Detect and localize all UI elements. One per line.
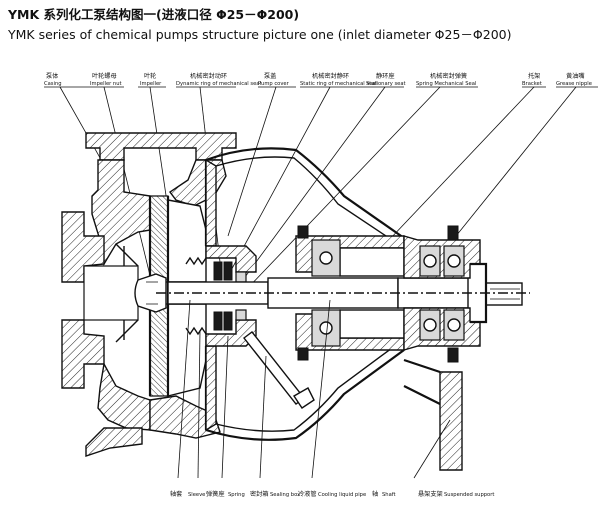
bottom-labels: 轴套 Sleeve 弹簧座 Spring 密封箱 Sealing box 冷液管… xyxy=(170,490,494,498)
title-chinese: YMK 系列化工泵结构图一(进液口径 Φ25－Φ200) xyxy=(8,7,300,22)
label-suspended-support-cn: 悬架支架 xyxy=(418,490,443,498)
label-pump-cover-cn: 泵盖 xyxy=(264,72,276,80)
label-casing-en: Casing xyxy=(44,81,62,87)
label-shaft-en: Shaft xyxy=(382,492,396,498)
label-static-ring-cn: 机械密封静环 xyxy=(312,72,349,80)
label-cooling-pipe-cn: 冷液管 xyxy=(298,490,317,498)
label-impeller-nut-cn: 叶轮螺母 xyxy=(92,72,117,80)
label-impeller-en: Impeller xyxy=(140,81,162,87)
label-sleeve-cn: 轴套 xyxy=(170,490,182,498)
seal-box xyxy=(185,245,315,409)
label-stationary-seat-en: Stationary seat xyxy=(366,81,406,87)
label-sealing-box-en: Sealing box xyxy=(270,492,300,498)
bearing-bracket xyxy=(295,225,488,471)
label-seal-spring-cn: 机械密封弹簧 xyxy=(430,72,467,80)
label-casing-cn: 泵体 xyxy=(46,72,59,80)
label-grease-nipple-cn: 黄油嘴 xyxy=(566,72,585,80)
label-spring-seat-en: Spring xyxy=(228,492,245,498)
title-english: YMK series of chemical pumps structure p… xyxy=(8,27,512,42)
label-cooling-pipe-en: Cooling liquid pipe xyxy=(318,492,366,498)
label-dynamic-ring-en: Dynamic ring of mechanical seal xyxy=(176,81,261,87)
label-bracket-cn: 托架 xyxy=(528,72,540,80)
label-stationary-seat-cn: 静环座 xyxy=(376,72,395,80)
bottom-leader-lines xyxy=(177,299,451,479)
label-suspended-support-en: Suspended support xyxy=(444,492,494,498)
label-impeller-cn: 叶轮 xyxy=(144,72,156,80)
label-pump-cover-en: Pump cover xyxy=(258,81,290,87)
label-grease-nipple-en: Grease nipple xyxy=(556,81,592,87)
label-seal-spring-en: Spring Mechanical Seal xyxy=(416,81,476,87)
label-impeller-nut-en: Impeller nut xyxy=(90,81,122,87)
shaft xyxy=(156,277,530,309)
label-sealing-box-cn: 密封箱 xyxy=(250,490,269,498)
label-shaft-cn: 轴 xyxy=(372,490,378,498)
label-spring-seat-cn: 弹簧座 xyxy=(206,490,225,498)
label-dynamic-ring-cn: 机械密封动环 xyxy=(190,72,227,80)
top-labels: 泵体 Casing 叶轮螺母 Impeller nut 叶轮 Impeller … xyxy=(44,72,598,88)
pump-cover xyxy=(204,147,405,441)
label-static-ring-en: Static ring of mechanical seal xyxy=(300,81,377,87)
label-sleeve-en: Sleeve xyxy=(188,492,205,498)
label-bracket-en: Bracket xyxy=(522,81,542,87)
